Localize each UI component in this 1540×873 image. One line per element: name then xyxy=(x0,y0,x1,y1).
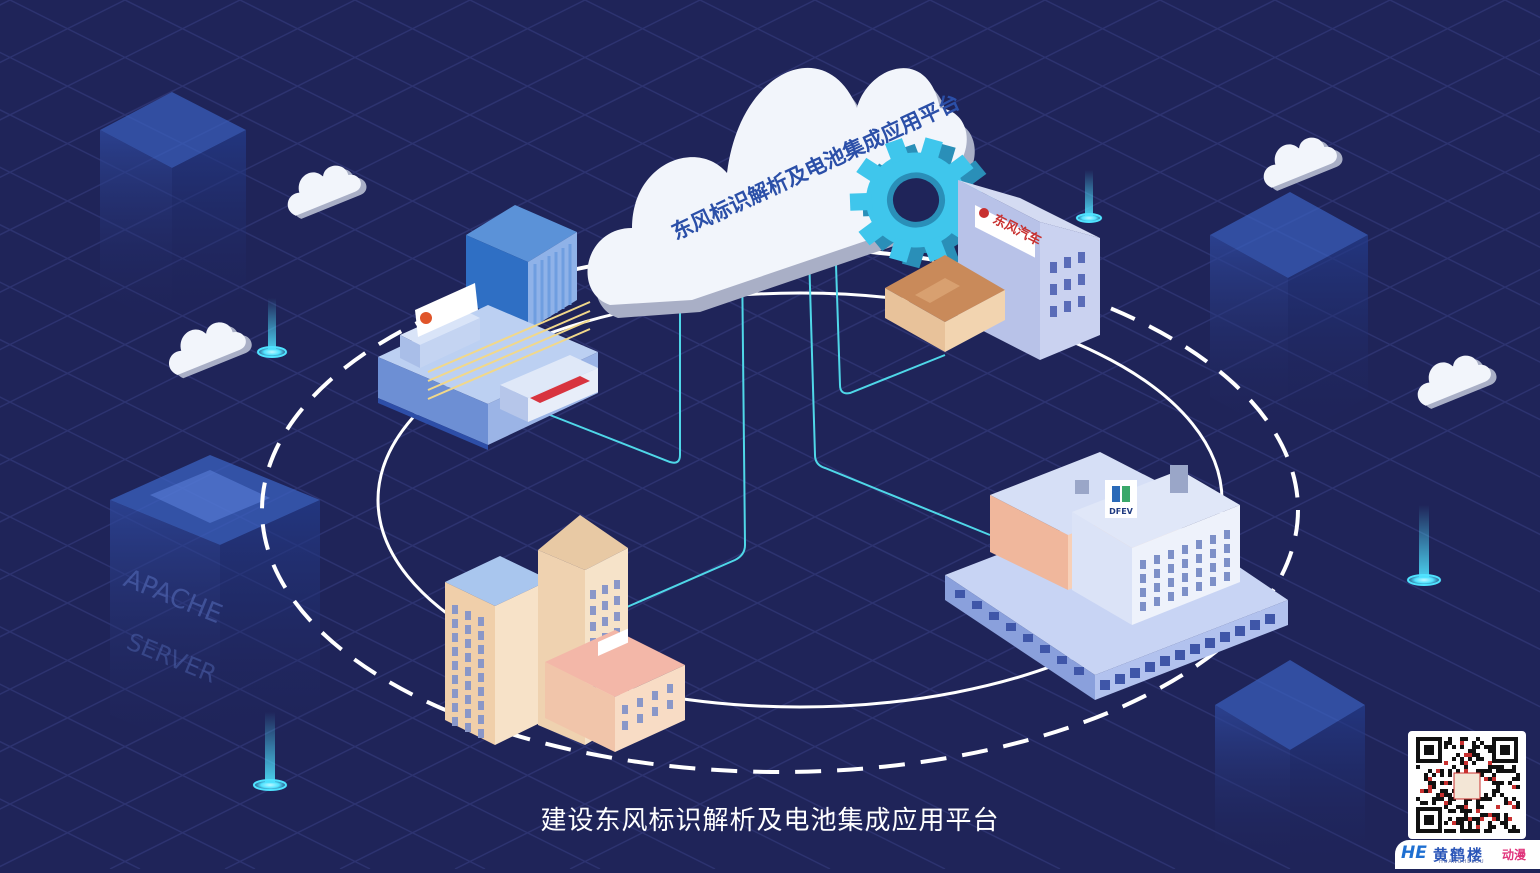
beacon-bottom-left xyxy=(252,712,288,791)
brand-pinyin: HUANGHELOU xyxy=(1439,859,1485,865)
brand-logo-icon: HE xyxy=(1401,843,1427,863)
brand-name: 黄鹤楼 xyxy=(1433,846,1485,864)
sign-dfev: DFEV xyxy=(1109,507,1134,516)
building-dfev-campus: DFEV xyxy=(945,452,1288,700)
subtitle-caption: 建设东风标识解析及电池集成应用平台 xyxy=(540,806,1000,836)
building-office-left xyxy=(378,205,598,450)
building-towers-bottom-left xyxy=(445,515,685,752)
qr-code-icon xyxy=(1408,731,1526,839)
building-factory-dongfeng: 东风汽车 xyxy=(885,180,1100,360)
ghost-server-left: APACHE SERVER xyxy=(110,455,320,760)
ghost-server-right xyxy=(1210,192,1368,440)
beacon-left xyxy=(256,298,288,358)
small-clouds xyxy=(169,137,1497,409)
brand-watermark: HE 黄鹤楼 HUANGHELOU 动漫 xyxy=(1395,840,1540,869)
outer-dashed-ring xyxy=(260,246,1300,774)
connection-lines xyxy=(549,219,991,611)
beacon-right xyxy=(1406,505,1442,586)
ghost-server-top-left xyxy=(100,92,246,330)
brand-tag: 动漫 xyxy=(1502,848,1527,862)
beacon-right-top xyxy=(1075,170,1103,223)
ghost-server-bottom-right xyxy=(1215,660,1365,869)
